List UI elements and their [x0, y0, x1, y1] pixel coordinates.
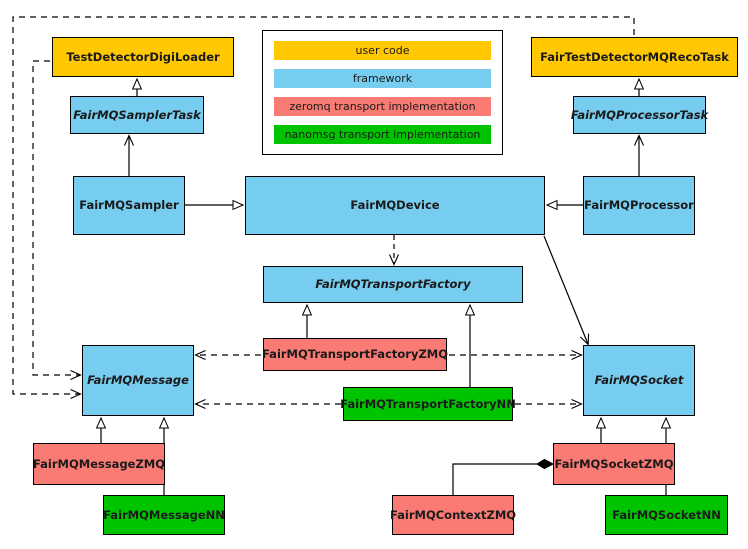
class-box-fairmqsocketzmq[interactable]: FairMQSocketZMQ: [553, 443, 675, 485]
class-box-label: FairMQSocketNN: [612, 507, 721, 522]
legend-item-nanomsg: nanomsg transport implementation: [274, 125, 491, 144]
class-box-fairmqmessagezmq[interactable]: FairMQMessageZMQ: [33, 443, 165, 485]
class-box-label: FairMQContextZMQ: [389, 507, 517, 522]
legend-box: user code framework zeromq transport imp…: [262, 30, 503, 155]
legend-item-zeromq: zeromq transport implementation: [274, 97, 491, 116]
class-box-label: FairMQMessageNN: [103, 507, 225, 522]
class-box-fairmqtransportfactorynn[interactable]: FairMQTransportFactoryNN: [340, 387, 516, 421]
legend-item-framework: framework: [274, 69, 491, 88]
class-box-label: FairMQProcessorTask: [570, 107, 709, 122]
class-box-label: FairMQSamplerTask: [73, 107, 201, 122]
legend-label-nanomsg: nanomsg transport implementation: [284, 128, 481, 141]
class-box-label: FairMQTransportFactoryNN: [340, 396, 516, 411]
class-box-label: FairMQMessage: [87, 373, 189, 388]
class-box-label: FairMQProcessor: [584, 198, 694, 213]
class-box-label: FairTestDetectorMQRecoTask: [540, 49, 729, 64]
legend-item-usercode: user code: [274, 41, 491, 60]
class-box-label: FairMQSampler: [79, 198, 179, 213]
class-box-label: TestDetectorDigiLoader: [66, 49, 220, 64]
legend-label-usercode: user code: [355, 44, 410, 57]
class-box-fairmqdevice[interactable]: FairMQDevice: [245, 176, 545, 235]
class-box-fairmqmessagenn[interactable]: FairMQMessageNN: [103, 495, 225, 535]
class-box-fairmqtransportfactoryzmq[interactable]: FairMQTransportFactoryZMQ: [262, 338, 449, 371]
legend-label-zeromq: zeromq transport implementation: [289, 100, 476, 113]
class-box-fairmqcontextzmq[interactable]: FairMQContextZMQ: [389, 495, 517, 535]
edge-device-to-socket: [543, 235, 590, 346]
legend-label-framework: framework: [352, 72, 413, 85]
class-box-fairmqsocketnn[interactable]: FairMQSocketNN: [605, 495, 728, 535]
class-box-fairmqtransportfactory[interactable]: FairMQTransportFactory: [263, 266, 523, 303]
class-box-fairtestdetectormqrecotask[interactable]: FairTestDetectorMQRecoTask: [531, 37, 738, 77]
edge-contextzmq-to-socketzmq: [452, 464, 553, 495]
class-box-label: FairMQDevice: [350, 198, 440, 213]
class-box-fairmqsampler[interactable]: FairMQSampler: [73, 176, 185, 235]
class-box-label: FairMQTransportFactoryZMQ: [262, 347, 449, 362]
class-box-label: FairMQSocket: [594, 373, 684, 388]
class-box-fairmqmessage[interactable]: FairMQMessage: [82, 345, 194, 416]
class-box-testdetectordigiloader[interactable]: TestDetectorDigiLoader: [52, 37, 234, 77]
class-box-fairmqsocket[interactable]: FairMQSocket: [583, 345, 695, 416]
class-box-label: FairMQSocketZMQ: [554, 456, 674, 471]
class-box-fairmqsamplertask[interactable]: FairMQSamplerTask: [70, 96, 204, 134]
class-box-label: FairMQTransportFactory: [315, 277, 471, 292]
class-box-label: FairMQMessageZMQ: [32, 456, 166, 471]
class-box-fairmqprocessor[interactable]: FairMQProcessor: [583, 176, 695, 235]
class-box-fairmqprocessortask[interactable]: FairMQProcessorTask: [570, 96, 709, 134]
